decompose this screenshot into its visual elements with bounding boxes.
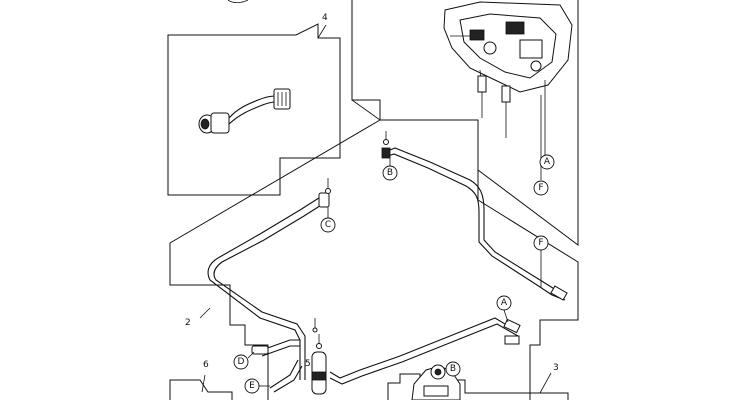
svg-text:A: A [544, 157, 551, 167]
group-frame-unit [351, 0, 579, 246]
part-number-3: 3 [553, 363, 559, 373]
callout-E-hose: E [244, 378, 260, 394]
pressure-switch-icon [198, 88, 291, 134]
callout-D-hose: D [233, 354, 249, 370]
svg-text:B: B [387, 168, 393, 178]
leader-3 [539, 372, 552, 394]
callout-C-hose: C [320, 217, 336, 233]
svg-text:A: A [501, 298, 508, 308]
svg-text:E: E [249, 381, 255, 391]
callout-B-hose: B [382, 165, 398, 181]
callout-F-hose: F [533, 235, 549, 251]
group-frame-2-right [477, 170, 579, 400]
group-frame-4 [167, 23, 341, 196]
part-number-2: 2 [185, 318, 191, 328]
group-frame-2 [169, 119, 381, 400]
callout-F-top: F [533, 180, 549, 196]
svg-text:C: C [325, 220, 331, 230]
leader-4 [317, 24, 327, 39]
evaporator-unit-icon [443, 1, 573, 138]
part-number-5: 5 [305, 359, 311, 369]
callout-A-hose: A [496, 295, 512, 311]
svg-text:D: D [238, 357, 245, 367]
group-frame-6 [169, 379, 233, 400]
callout-B-compressor: B [445, 361, 461, 377]
svg-text:B: B [450, 364, 456, 374]
svg-text:F: F [538, 183, 543, 193]
callout-A-top: A [539, 154, 555, 170]
leader-2 [199, 307, 211, 319]
leader-6 [201, 374, 206, 393]
frame-diagonal [351, 99, 381, 121]
svg-text:F: F [538, 238, 543, 248]
ac-hose-assembly-icon [207, 131, 568, 395]
partial-part-top [227, 0, 249, 4]
part-number-6: 6 [203, 360, 209, 370]
part-number-4: 4 [322, 13, 328, 23]
